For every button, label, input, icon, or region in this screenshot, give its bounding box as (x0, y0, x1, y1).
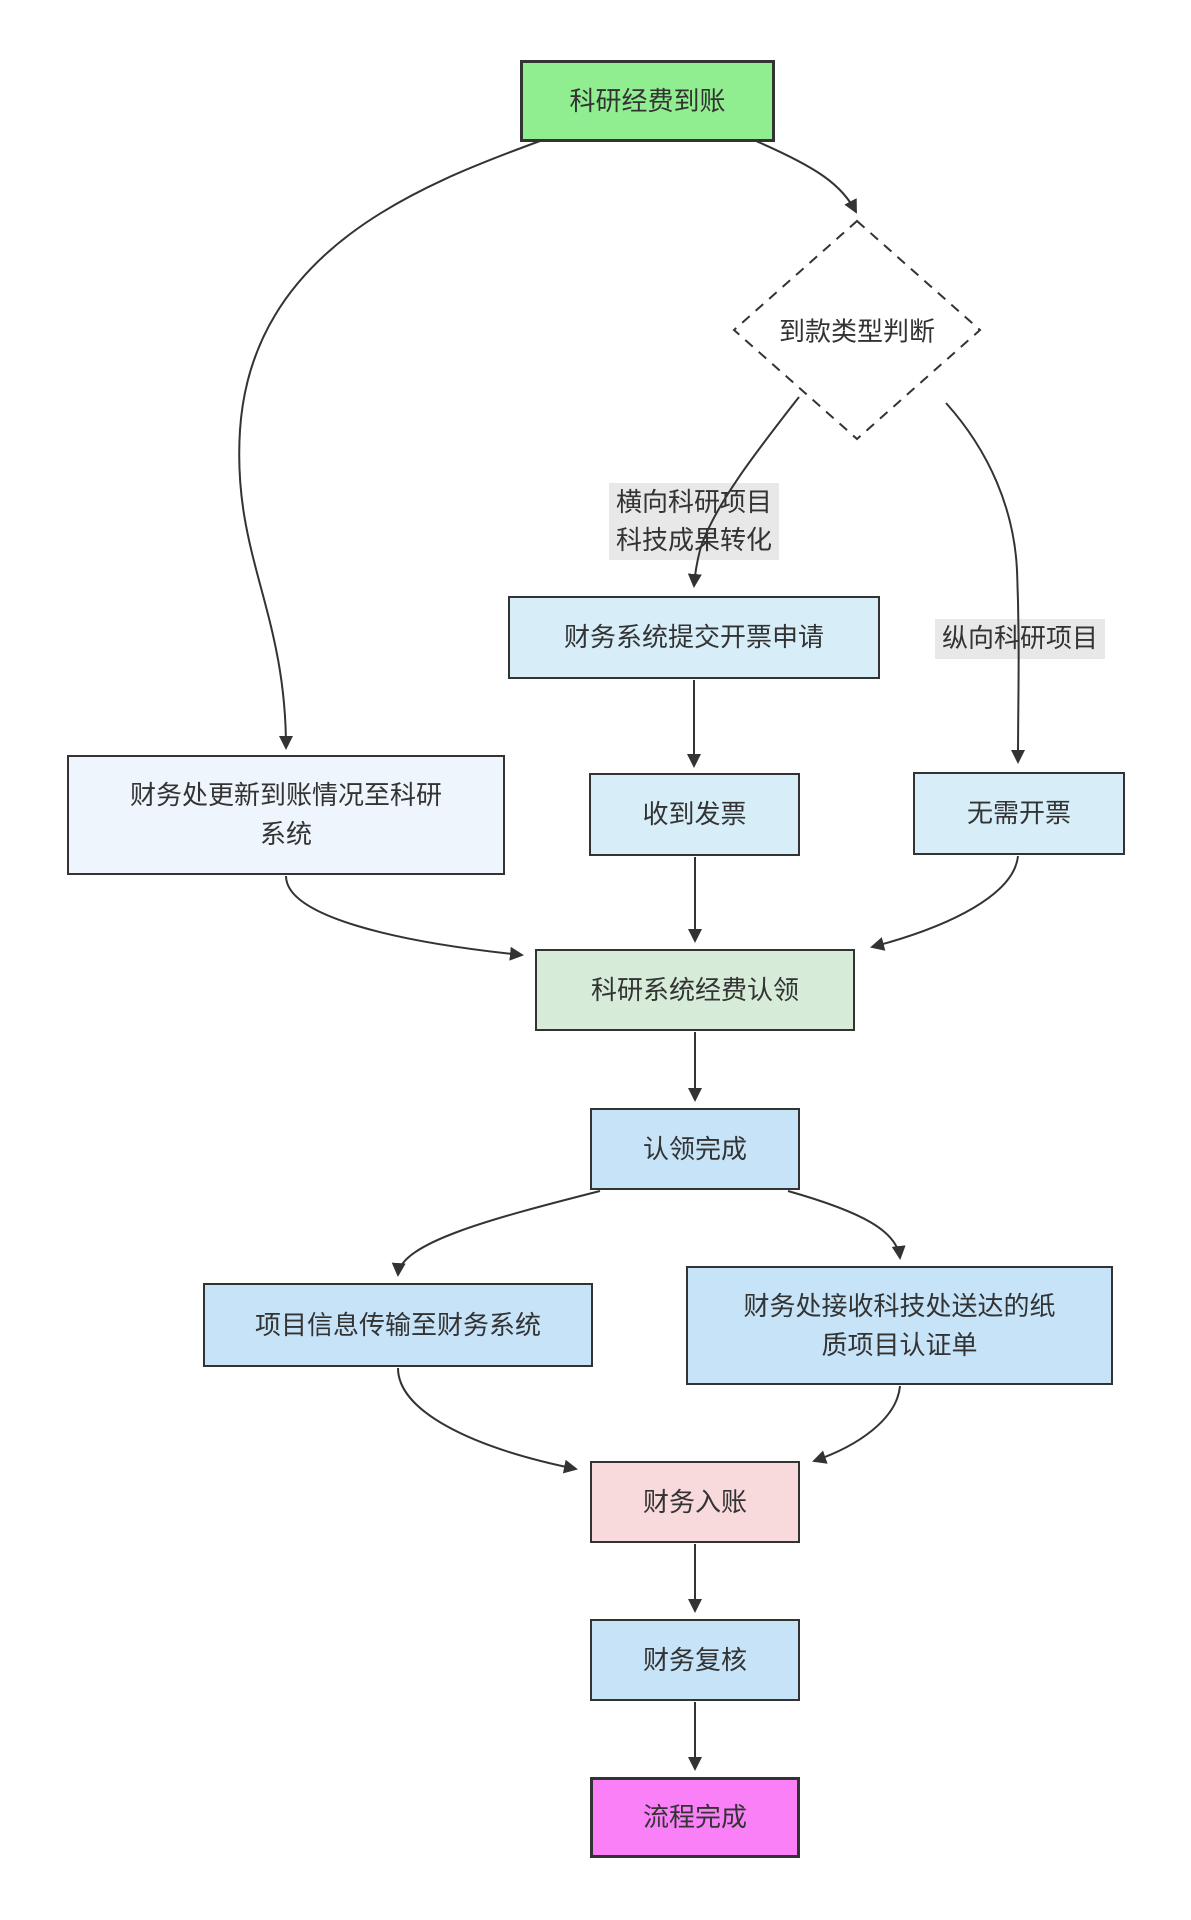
node-invoice-request: 财务系统提交开票申请 (508, 596, 880, 679)
node-finish: 流程完成 (590, 1777, 800, 1858)
node-start: 科研经费到账 (520, 60, 775, 142)
edge-info-transfer-to-finance-entry (397, 1367, 578, 1474)
node-claim-done: 认领完成 (590, 1108, 800, 1190)
node-decision: 到款类型判断 (778, 316, 936, 347)
edge-label-vertical-project: 纵向科研项目 (934, 619, 1106, 659)
node-info-transfer: 项目信息传输至财务系统 (203, 1283, 593, 1367)
node-fund-claim: 科研系统经费认领 (535, 949, 855, 1031)
node-finance-update: 财务处更新到账情况至科研 系统 (67, 755, 505, 875)
node-no-invoice: 无需开票 (913, 772, 1125, 855)
edge-decision-to-no-invoice (945, 402, 1026, 764)
edge-claim-done-to-info-transfer (391, 1190, 601, 1277)
edge-finance-update-to-fund-claim (285, 875, 524, 961)
node-finance-entry: 财务入账 (590, 1461, 800, 1543)
edge-label-horizontal-project: 横向科研项目 科技成果转化 (608, 483, 780, 561)
edge-start-to-decision (755, 140, 857, 214)
edge-paper-cert-to-finance-entry (812, 1385, 901, 1464)
decision-diamond-shape (732, 219, 982, 441)
node-finance-review: 财务复核 (590, 1619, 800, 1701)
edge-no-invoice-to-fund-claim (870, 855, 1019, 951)
edge-start-to-finance-update (238, 140, 541, 750)
node-paper-cert: 财务处接收科技处送达的纸 质项目认证单 (686, 1266, 1113, 1385)
node-invoice-received: 收到发票 (589, 773, 800, 856)
edge-decision-to-invoice-request (687, 396, 800, 588)
edge-claim-done-to-paper-cert (787, 1190, 906, 1260)
